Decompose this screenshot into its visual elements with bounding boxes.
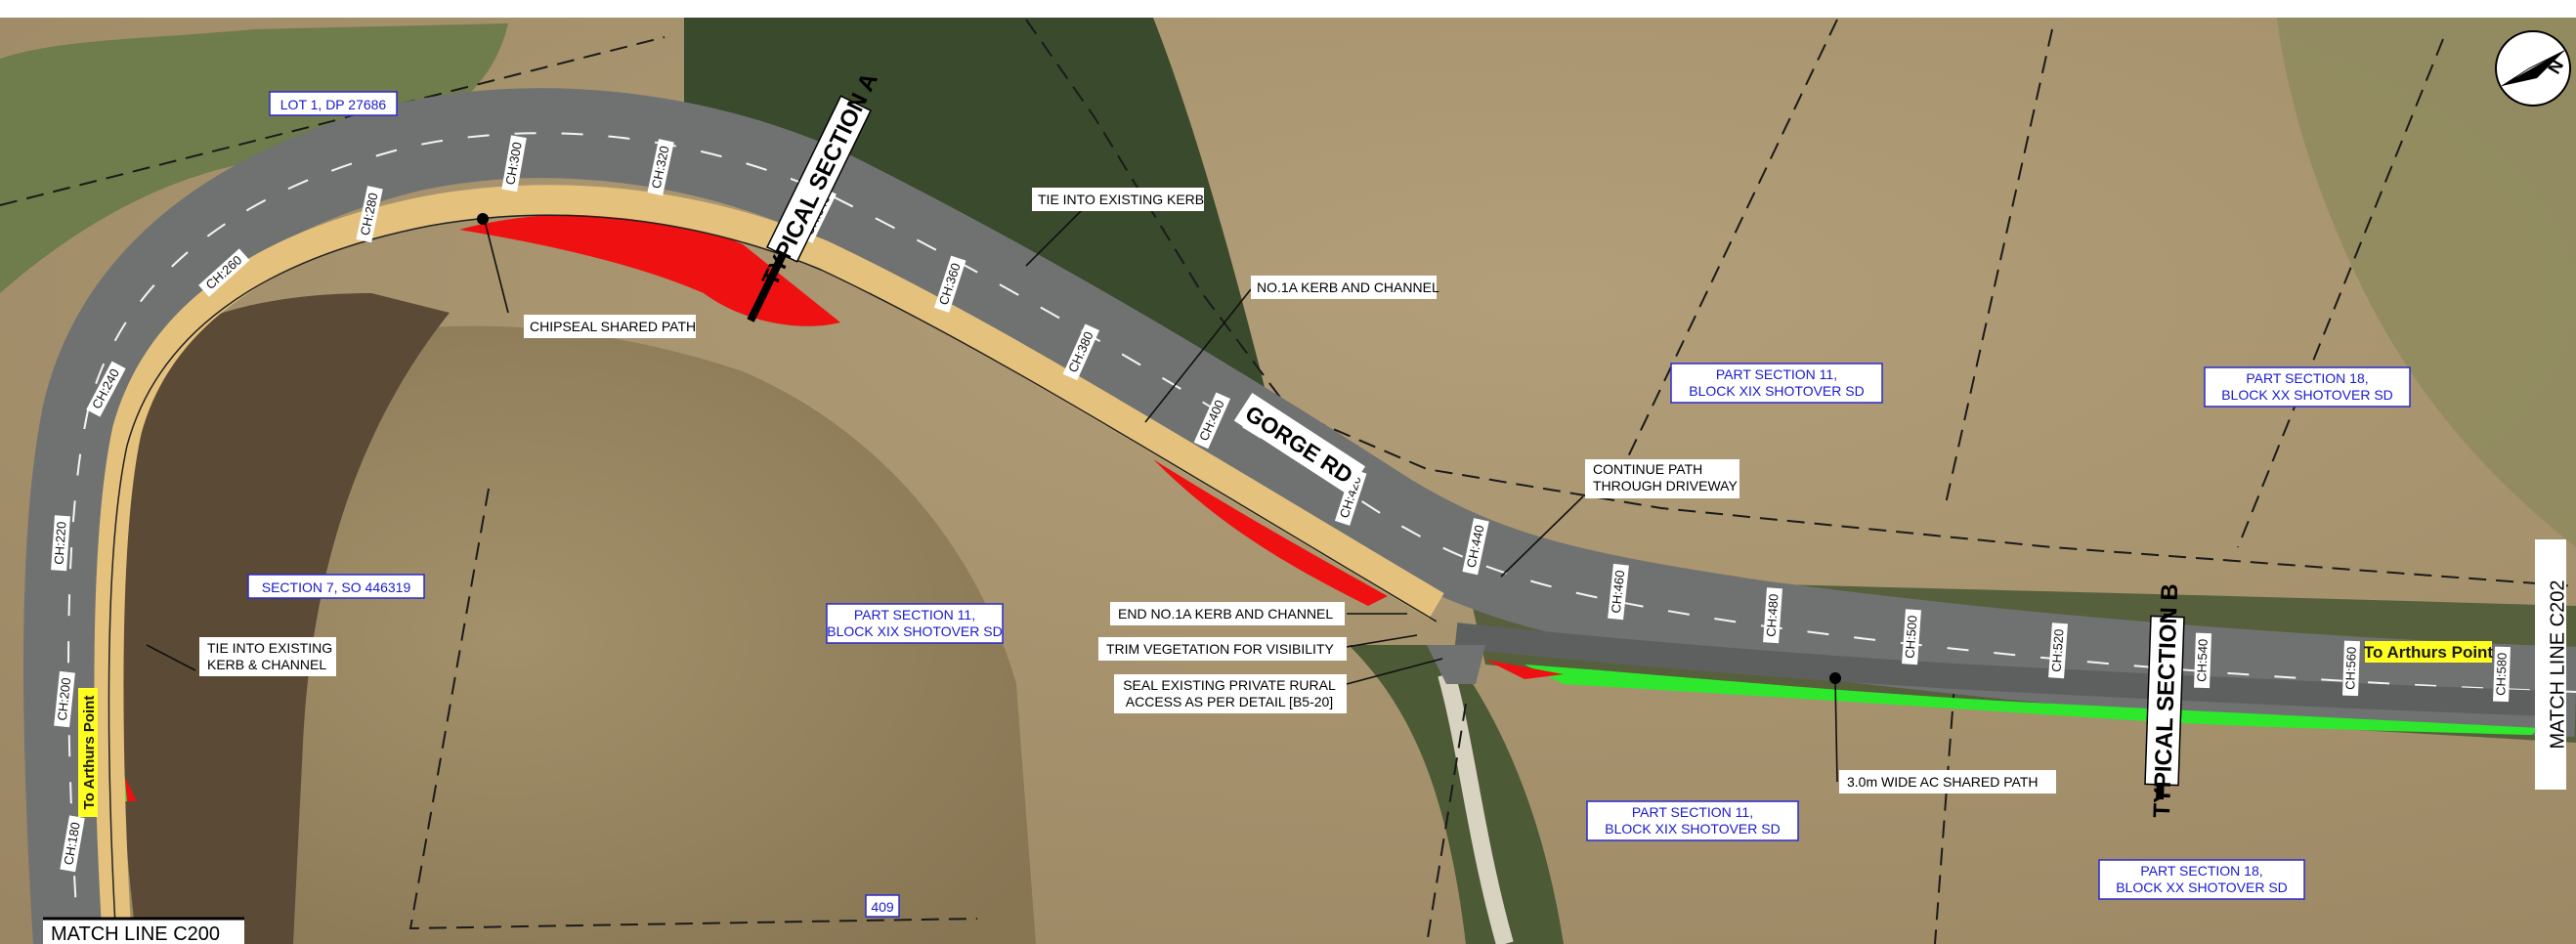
destination-sign-top: To Arthurs Point xyxy=(2364,641,2494,663)
tree-belt-west xyxy=(113,293,450,944)
svg-text:BLOCK XIX SHOTOVER SD: BLOCK XIX SHOTOVER SD xyxy=(1605,821,1780,837)
svg-text:BLOCK XIX SHOTOVER SD: BLOCK XIX SHOTOVER SD xyxy=(827,623,1002,639)
kerb-line xyxy=(107,214,1438,944)
svg-text:To Arthurs Point: To Arthurs Point xyxy=(2364,643,2494,662)
chainage-label-bg xyxy=(1763,587,1782,644)
chainage-label: CH:200 xyxy=(55,677,74,721)
svg-text:LOT 1, DP 27686: LOT 1, DP 27686 xyxy=(280,97,387,112)
typical-section-b: TYPICAL SECTION B xyxy=(2144,583,2185,818)
ac-shared-path xyxy=(1454,622,2552,716)
parcel-label-part-section11-c: PART SECTION 11, BLOCK XIX SHOTOVER SD xyxy=(1586,800,1799,841)
chainage-label: CH:460 xyxy=(1609,570,1628,614)
parcel-label-section7: SECTION 7, SO 446319 xyxy=(247,574,425,599)
parcel-label-lot1: LOT 1, DP 27686 xyxy=(269,91,398,116)
leader-dot-ac-path xyxy=(1829,672,1841,684)
leader-dot-chipseal xyxy=(477,213,489,225)
chainage-label-bg xyxy=(60,815,85,873)
svg-text:TIE INTO EXISTING KERB: TIE INTO EXISTING KERB xyxy=(1038,192,1204,207)
grass-area-east xyxy=(1524,665,2541,735)
callout-no1a-kerb: NO.1A KERB AND CHANNEL xyxy=(1251,276,1439,299)
chainage-label-bg xyxy=(54,670,75,728)
callout-tie-into-existing-kerb-channel: TIE INTO EXISTING KERB & CHANNEL xyxy=(199,637,336,676)
chainage-label: CH:480 xyxy=(1763,593,1781,637)
chainage-label-bg xyxy=(647,139,674,196)
svg-text:3.0m WIDE AC SHARED PATH: 3.0m WIDE AC SHARED PATH xyxy=(1847,774,2039,790)
parcel-label-part-section18-a: PART SECTION 18, BLOCK XX SHOTOVER SD xyxy=(2204,366,2411,408)
callout-tie-into-existing-kerb: TIE INTO EXISTING KERB xyxy=(1032,188,1204,211)
parcel-label-part-section11-a: PART SECTION 11, BLOCK XIX SHOTOVER SD xyxy=(826,603,1004,644)
match-line-c200: MATCH LINE C200 xyxy=(43,917,244,944)
chainage-label: CH:540 xyxy=(2194,639,2211,683)
driveway-access xyxy=(1427,645,1485,684)
route-number-label: 409 xyxy=(865,894,900,918)
svg-text:NO.1A KERB AND CHANNEL: NO.1A KERB AND CHANNEL xyxy=(1257,279,1439,295)
chainage-label-bg xyxy=(86,361,126,417)
svg-text:MATCH LINE C202: MATCH LINE C202 xyxy=(2547,579,2568,749)
chainage-labels: CH:180CH:200CH:220CH:240CH:260CH:280CH:3… xyxy=(51,135,2511,873)
svg-text:PART SECTION 11,: PART SECTION 11, xyxy=(854,607,975,622)
parcel-boundaries xyxy=(0,19,2576,944)
parcel-label-part-section18-b: PART SECTION 18, BLOCK XX SHOTOVER SD xyxy=(2098,859,2305,900)
chainage-label-bg xyxy=(1193,392,1231,450)
chainage-label-bg xyxy=(1902,609,1921,665)
svg-text:KERB & CHANNEL: KERB & CHANNEL xyxy=(207,657,326,672)
chainage-label: CH:500 xyxy=(1902,615,1919,659)
destination-sign-left: To Arthurs Point xyxy=(78,688,98,817)
chainage-label-bg xyxy=(356,186,383,243)
chainage-label-bg xyxy=(501,135,527,193)
svg-text:TIE INTO EXISTING: TIE INTO EXISTING xyxy=(207,640,332,656)
svg-text:CONTINUE PATH: CONTINUE PATH xyxy=(1593,461,1702,477)
cut-fill-area-east xyxy=(1485,660,1564,679)
svg-text:ACCESS AS PER DETAIL [B5-20]: ACCESS AS PER DETAIL [B5-20] xyxy=(1126,694,1333,709)
svg-text:PART SECTION 18,: PART SECTION 18, xyxy=(2140,863,2262,879)
svg-text:CHIPSEAL SHARED PATH: CHIPSEAL SHARED PATH xyxy=(530,319,696,334)
chainage-label-bg xyxy=(2048,622,2068,679)
gully-shadow xyxy=(1349,645,1564,944)
north-arrow: N xyxy=(2495,30,2571,107)
svg-text:BLOCK XX SHOTOVER SD: BLOCK XX SHOTOVER SD xyxy=(2221,387,2393,403)
match-line-c202: MATCH LINE C202 xyxy=(2535,539,2568,790)
callout-end-no1a-kerb: END NO.1A KERB AND CHANNEL xyxy=(1110,602,1345,625)
chainage-label-bg xyxy=(51,515,70,572)
chainage-label-bg xyxy=(1608,563,1629,621)
chainage-label-bg xyxy=(1462,518,1489,576)
svg-text:SEAL EXISTING PRIVATE RURAL: SEAL EXISTING PRIVATE RURAL xyxy=(1123,677,1336,693)
chainage-label: CH:220 xyxy=(51,521,68,565)
chainage-label: CH:580 xyxy=(2493,653,2510,697)
chainage-label-bg xyxy=(2342,640,2360,697)
driveway-track xyxy=(1438,671,1514,944)
svg-text:409: 409 xyxy=(871,899,894,915)
svg-text:END NO.1A KERB AND CHANNEL: END NO.1A KERB AND CHANNEL xyxy=(1118,606,1333,622)
svg-text:MATCH LINE C200: MATCH LINE C200 xyxy=(51,923,220,944)
svg-text:SECTION 7, SO 446319: SECTION 7, SO 446319 xyxy=(262,579,411,595)
svg-text:BLOCK XIX SHOTOVER SD: BLOCK XIX SHOTOVER SD xyxy=(1689,383,1864,399)
svg-text:THROUGH DRIVEWAY: THROUGH DRIVEWAY xyxy=(1593,478,1738,493)
callout-ac-shared-path: 3.0m WIDE AC SHARED PATH xyxy=(1839,770,2056,794)
callout-trim-vegetation: TRIM VEGETATION FOR VISIBILITY xyxy=(1098,637,1347,661)
callout-chipseal-shared-path: CHIPSEAL SHARED PATH xyxy=(524,315,696,338)
chainage-label-bg xyxy=(2194,632,2211,689)
chainage-label-bg xyxy=(198,248,250,297)
svg-text:BLOCK XX SHOTOVER SD: BLOCK XX SHOTOVER SD xyxy=(2116,880,2288,895)
chainage-label-bg xyxy=(933,255,966,313)
svg-text:To Arthurs Point: To Arthurs Point xyxy=(81,696,98,810)
callout-seal-rural-access: SEAL EXISTING PRIVATE RURAL ACCESS AS PE… xyxy=(1114,674,1347,713)
chainage-label-bg xyxy=(2493,646,2511,703)
chainage-label: CH:560 xyxy=(2342,647,2359,691)
callout-continue-path: CONTINUE PATH THROUGH DRIVEWAY xyxy=(1585,459,1739,498)
svg-text:PART SECTION 18,: PART SECTION 18, xyxy=(2246,370,2368,386)
parcel-label-part-section11-b: PART SECTION 11, BLOCK XIX SHOTOVER SD xyxy=(1670,363,1883,404)
chainage-label-bg xyxy=(1334,468,1367,526)
leader-lines xyxy=(146,208,1838,783)
chainage-label-bg xyxy=(1062,323,1100,381)
svg-text:PART SECTION 11,: PART SECTION 11, xyxy=(1716,366,1837,382)
svg-text:TRIM VEGETATION FOR VISIBILITY: TRIM VEGETATION FOR VISIBILITY xyxy=(1106,641,1335,657)
shelterbelt-east xyxy=(2277,18,2576,547)
svg-text:PART SECTION 11,: PART SECTION 11, xyxy=(1632,804,1753,820)
cut-fill-area-mid xyxy=(1153,459,1388,606)
hill-paddock xyxy=(156,325,1036,944)
cut-fill-area-north xyxy=(459,214,840,326)
chainage-label: CH:520 xyxy=(2048,628,2066,672)
